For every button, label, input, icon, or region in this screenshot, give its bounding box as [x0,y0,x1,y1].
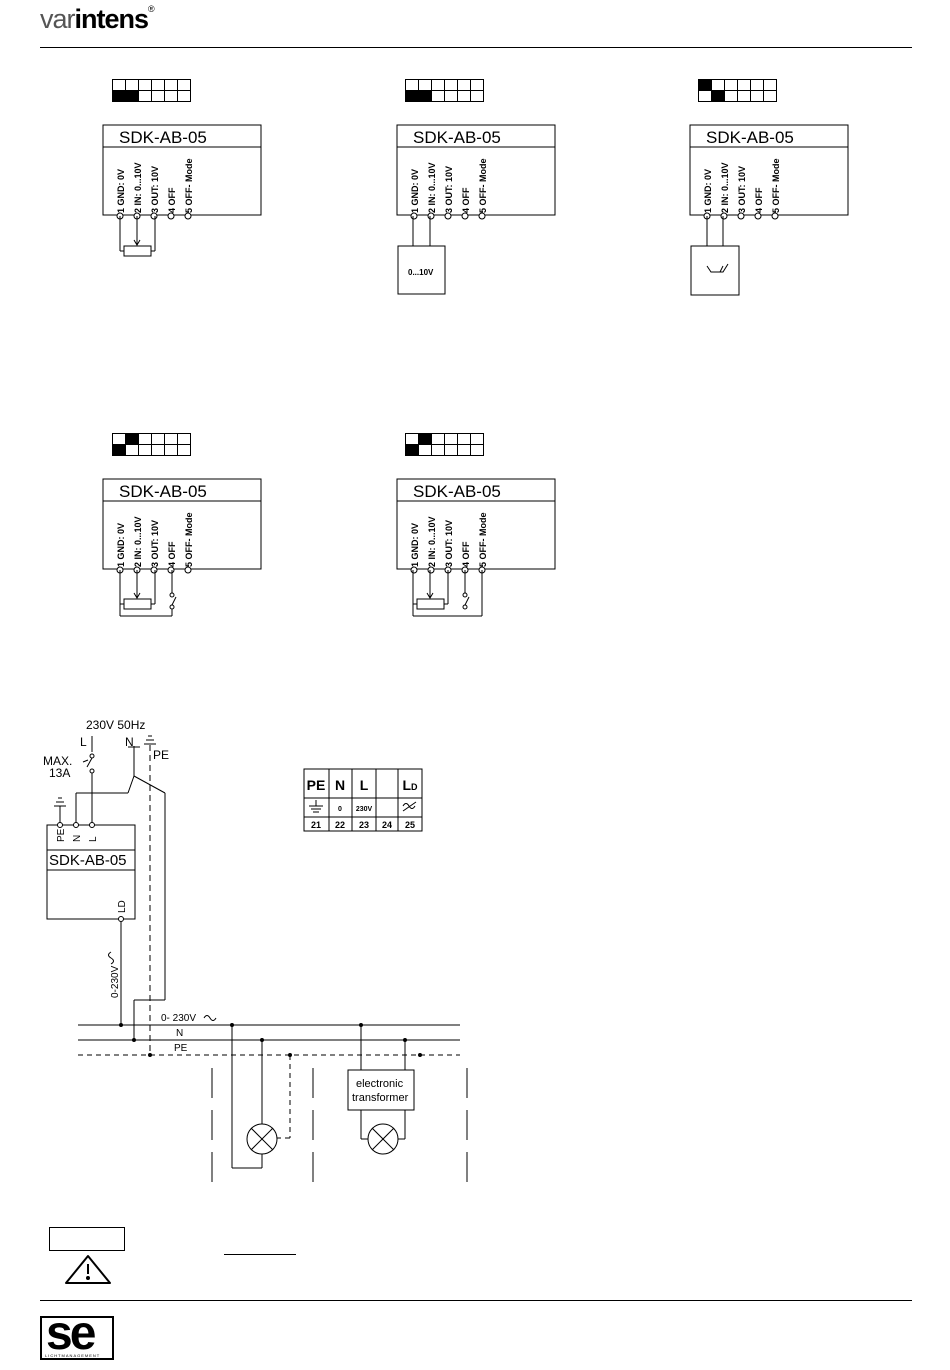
voltage-source-label: 0...10V [408,268,434,277]
terminal-value: 0 [338,806,342,813]
module-3: SDK-AB-05 1 GND: 0V 2 IN: 0...10V 3 OUT: 10… [689,124,849,220]
terminal-value: 230V [356,806,373,813]
terminal-label: 4 OFF [461,187,471,213]
terminal-label: 4 OFF [754,187,764,213]
output-voltage-label: 0-230V [110,965,121,998]
max-label: MAX. [43,754,72,768]
terminal-label: 1 GND: 0V [410,523,420,567]
module-4: SDK-AB-05 1 GND: 0V 2 IN: 0...10V 3 OUT: 10… [102,478,262,574]
terminal-number: 22 [335,820,345,830]
terminal-number: 23 [359,820,369,830]
potentiometer-switch-2 [412,570,483,617]
terminal-label: 3 OUT: 10V [150,520,160,567]
potentiometer-1 [119,216,156,257]
se-logo: se LICHTMANAGEMENT [40,1307,114,1360]
dip-cell [470,444,484,456]
transformer-label-1: electronic [356,1078,404,1090]
terminal-label: 5 OFF- Mode [184,513,194,568]
terminal-label: 5 OFF- Mode [478,513,488,568]
module-name: SDK-AB-05 [413,128,501,147]
module-5: SDK-AB-05 1 GND: 0V 2 IN: 0...10V 3 OUT: 10… [396,478,556,574]
dip-switch-4 [112,433,191,456]
terminal-label: 5 OFF- Mode [478,159,488,214]
warning-box [49,1227,125,1251]
terminal-label: 4 OFF [167,187,177,213]
dip-cell [112,444,126,456]
terminal-label: 5 OFF- Mode [184,159,194,214]
warning-underline [224,1254,296,1255]
module-2: SDK-AB-05 1 GND: 0V 2 IN: 0...10V 3 OUT: 10… [396,124,556,220]
terminal-label: 2 IN: 0...10V [133,162,143,213]
main-module-name: SDK-AB-05 [49,852,127,869]
terminal-label: 3 OUT: 10V [444,520,454,567]
varintens-logo: varintens® [40,4,155,34]
terminal-header: N [335,777,345,793]
dip-cell [177,90,191,102]
terminal-number: 24 [382,820,392,830]
module-name: SDK-AB-05 [413,482,501,501]
bus-pe-label: PE [174,1043,188,1054]
l-label: L [80,735,87,749]
terminal-label: 4 OFF [167,541,177,567]
terminal-number: 25 [405,820,415,830]
module-name: SDK-AB-05 [119,482,207,501]
module-name: SDK-AB-05 [706,128,794,147]
terminal-number: 21 [311,820,321,830]
dip-cell [470,90,484,102]
terminal-label: 3 OUT: 10V [444,166,454,213]
terminal-label: 3 OUT: 10V [737,166,747,213]
terminal-label: 2 IN: 0...10V [427,162,437,213]
terminal-header: PE [307,777,326,793]
terminal-label: 5 OFF- Mode [771,159,781,214]
bus-n-label: N [176,1028,183,1039]
dip-cell [763,90,777,102]
terminal-label: 1 GND: 0V [703,169,713,213]
light-sensor [690,216,740,296]
terminal-pe-label: PE [56,828,67,842]
warning-icon [65,1255,111,1284]
n-label: N [125,735,134,749]
dip-switch-1 [112,79,191,102]
module-1: SDK-AB-05 1 GND: 0V 2 IN: 0...10V 3 OUT: 10… [102,124,262,220]
ld-label: LD [117,900,128,913]
terminal-label: 1 GND: 0V [116,169,126,213]
terminal-l-label: L [88,836,99,842]
dip-cell [405,90,419,102]
footer-rule [40,1300,912,1301]
transformer-label-2: transformer [352,1092,409,1104]
dip-switch-5 [405,433,484,456]
terminal-block [303,768,423,832]
terminal-label: 2 IN: 0...10V [427,516,437,567]
dip-cell [177,444,191,456]
dip-cell [405,444,419,456]
dip-switch-2 [405,79,484,102]
terminal-n-label: N [72,835,83,842]
terminal-header: LD [402,777,418,793]
bus-voltage-label: 0- 230V [161,1013,196,1024]
terminal-label: 3 OUT: 10V [150,166,160,213]
module-name: SDK-AB-05 [119,128,207,147]
dip-switch-3 [698,79,777,102]
terminal-label: 1 GND: 0V [116,523,126,567]
terminal-label: 2 IN: 0...10V [133,516,143,567]
potentiometer-switch-1 [119,570,177,617]
mains-wiring [46,735,468,1190]
terminal-header: L [360,777,369,793]
terminal-label: 4 OFF [461,541,471,567]
terminal-label: 1 GND: 0V [410,169,420,213]
header-rule [40,47,912,48]
mains-label: 230V 50Hz [86,718,145,732]
pe-label: PE [153,748,169,762]
terminal-label: 2 IN: 0...10V [720,162,730,213]
current-label: 13A [49,766,70,780]
voltage-source [397,216,446,295]
